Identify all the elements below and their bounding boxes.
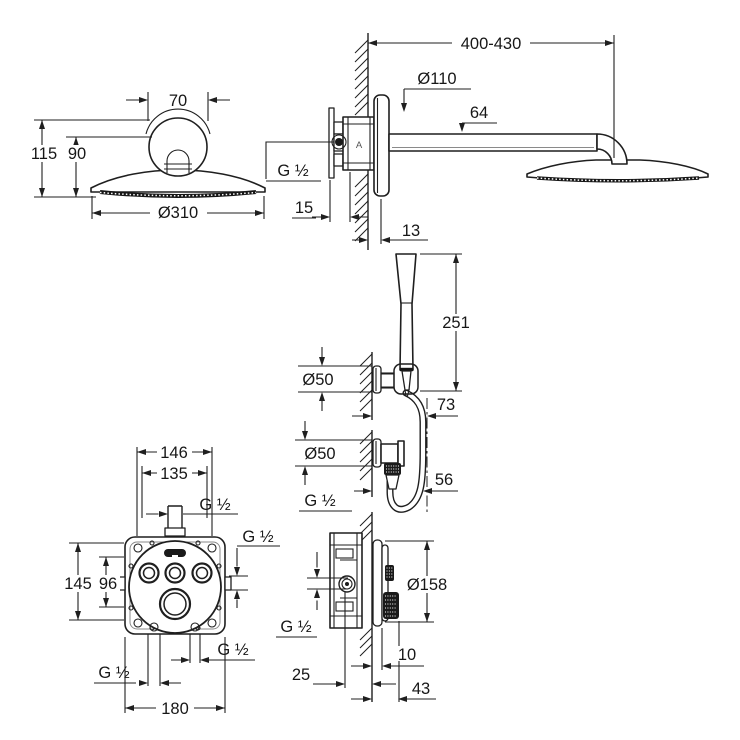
thread-label-hand-shower: G ½: [304, 492, 335, 510]
hand-shower-wand: [395, 253, 417, 371]
dim-label-73: 73: [437, 396, 455, 414]
dim-label-96: 96: [99, 575, 117, 593]
dim-label-d50-bottom: Ø50: [304, 445, 335, 463]
thread-label-bottom-left: G ½: [98, 664, 129, 682]
supply-port: [335, 138, 343, 146]
arm-side-view: A 400-430 Ø110 64 G ½ 15 13: [265, 33, 709, 250]
mounting-plate: [328, 107, 335, 179]
dim-label-135: 135: [160, 465, 188, 483]
dim-label-251: 251: [442, 314, 470, 332]
dim-label-64: 64: [470, 104, 488, 122]
valve-side-view: Ø158 G ½ 10 25 43: [276, 512, 452, 702]
valve-center: [345, 582, 349, 586]
head-side-view: 70 115 90 Ø310: [28, 92, 266, 222]
thread-label-arm: G ½: [277, 162, 308, 180]
dim-label-25: 25: [292, 666, 310, 684]
ball-joint: [148, 117, 208, 177]
thread-label-top: G ½: [199, 496, 230, 514]
dim-label-reach: 400-430: [461, 35, 522, 53]
outlet-elbow-body: [380, 443, 399, 464]
dim-label-d310: Ø310: [158, 204, 198, 222]
dim-label-145: 145: [64, 575, 92, 593]
shower-arm: [388, 133, 598, 152]
thread-label-side: G ½: [280, 618, 311, 636]
arm-elbow: [596, 133, 628, 165]
dim-label-90: 90: [68, 145, 86, 163]
hose-nut: [384, 463, 401, 475]
dim-label-115: 115: [31, 145, 57, 163]
wall-hatch: [354, 39, 369, 242]
status-window: [164, 549, 186, 557]
dim-label-d110: Ø110: [417, 70, 456, 88]
hand-shower-view: 251 Ø50 73 Ø50 56 G ½: [295, 253, 475, 513]
outlet-escutcheon: [372, 438, 382, 468]
holder-ring: [393, 363, 419, 395]
holder-escutcheon: [372, 365, 382, 394]
side-escutcheon: [372, 539, 383, 627]
small-knob: [385, 565, 394, 581]
dim-label-56: 56: [435, 471, 453, 489]
temperature-knob: [158, 587, 192, 621]
dim-label-70: 70: [169, 92, 187, 110]
union-mark-a: A: [356, 140, 363, 151]
dim-label-15: 15: [295, 199, 313, 217]
thread-label-right: G ½: [242, 528, 273, 546]
wall-hatch: [359, 513, 373, 657]
dim-label-d50-top: Ø50: [302, 371, 333, 389]
wall-hatch: [359, 353, 373, 481]
dim-label-146: 146: [160, 444, 188, 462]
thread-label-bottom-right: G ½: [217, 641, 248, 659]
spray-face-dots: [99, 191, 257, 197]
dim-label-43: 43: [412, 680, 430, 698]
valve-front-view: 146 135 G ½ 145 96 G ½ G ½ G ½ 180: [62, 444, 280, 718]
dim-label-d158: Ø158: [407, 576, 447, 594]
dim-label-10: 10: [398, 646, 416, 664]
smart-control-buttons: [138, 562, 213, 584]
dim-label-13: 13: [402, 222, 420, 240]
arm-escutcheon: [373, 94, 390, 197]
dim-label-180: 180: [161, 700, 189, 718]
